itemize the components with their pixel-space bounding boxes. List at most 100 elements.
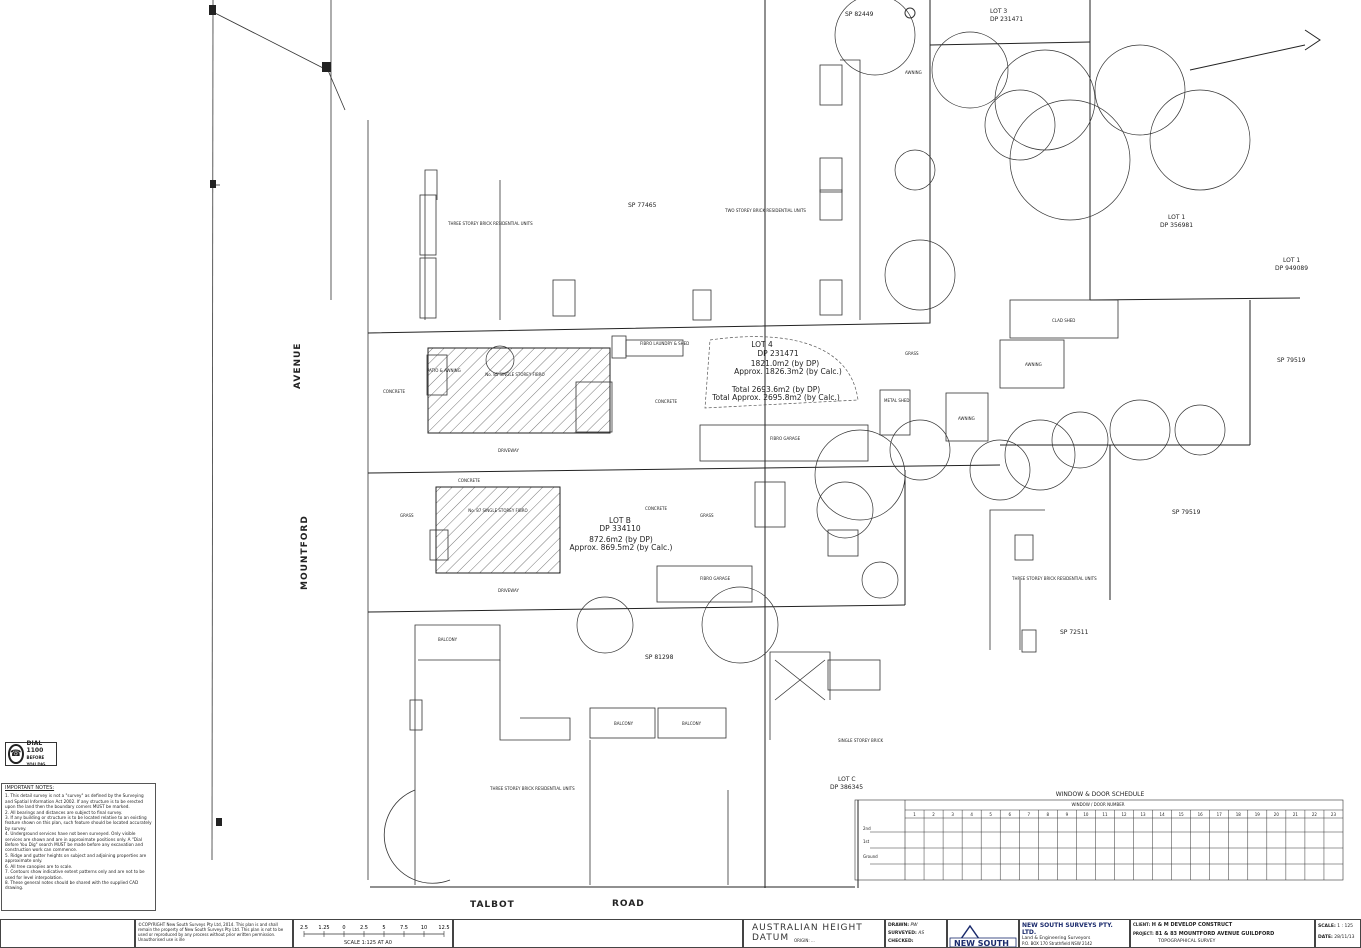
schedule-col-number: 21 [1293, 812, 1299, 817]
drawn-surveyed-block: DRAWN: PW SURVEYED: AS CHECKED: [885, 919, 947, 948]
subject-structures [426, 299, 1119, 603]
balcony-label-2: BALCONY [614, 721, 634, 726]
dial-tagline: BEFORE YOU DIG [26, 755, 46, 767]
client-value: H & M DEVELOP CONSTRUCT [1151, 922, 1233, 928]
schedule-col-number: 9 [1066, 812, 1069, 817]
fibro-garage-label: FIBRO GARAGE [770, 436, 801, 441]
lot-1b-dp: DP 949089 [1275, 265, 1308, 272]
project-value: 81 & 83 MOUNTFORD AVENUE GUILDFORD [1155, 930, 1275, 937]
schedule-col-number: 5 [989, 812, 992, 817]
avenue-label: AVENUE [293, 343, 303, 389]
checked-label: CHECKED: [888, 939, 914, 944]
road-label: ROAD [612, 899, 645, 909]
three-storey-label: THREE STOREY BRICK RESIDENTIAL UNITS [447, 221, 533, 226]
company-logo-block: NEW SOUTH [947, 919, 1019, 948]
client-label: CLIENT: [1133, 922, 1151, 927]
concrete-label-3: CONCRETE [458, 478, 480, 483]
two-storey-label: TWO STOREY BRICK RESIDENTIAL UNITS [724, 208, 806, 213]
date-row: DATE: 28/11/13 [1318, 932, 1358, 943]
scale-text: SCALE 1:125 AT A0 [344, 940, 392, 946]
schedule-col-number: 20 [1274, 812, 1280, 817]
drawn-row: DRAWN: PW [888, 922, 944, 930]
client-row: CLIENT: H & M DEVELOP CONSTRUCT [1133, 921, 1312, 930]
awning-label-1: AWNING [905, 70, 922, 75]
company-details-block: NEW SOUTH SURVEYS PTY. LTD. Land & Engin… [1019, 919, 1130, 948]
new-south-logo-icon [949, 924, 1017, 947]
schedule-col-number: 6 [1008, 812, 1011, 817]
drawn-label: DRAWN: [888, 923, 910, 928]
note-item: 2. All bearings and distances are subjec… [5, 809, 123, 815]
note-item: 3. If any building or structure is to be… [5, 815, 152, 831]
awning-label-2: AWNING [1025, 362, 1042, 367]
grass-label-1: GRASS [905, 351, 919, 356]
scale-tick-label: 0 [342, 925, 345, 931]
note-item: 6. All tree canopies are to scale. [5, 863, 73, 869]
patio-label: PATIO & AWNING [427, 368, 461, 373]
scale-label: SCALE: [1318, 924, 1336, 929]
schedule-col-number: 12 [1121, 812, 1127, 817]
driveway-label-2: DRIVEWAY [498, 588, 519, 593]
project-row: PROJECT: 81 & 83 MOUNTFORD AVENUE GUILDF… [1133, 930, 1312, 939]
southern-units [383, 624, 729, 885]
scale-tick-label: 2.5 [300, 925, 308, 931]
sp-77465: SP 77465 [628, 202, 657, 209]
lot-4-dp: DP 231471 [757, 349, 799, 358]
mountford-avenue-road [211, 0, 369, 880]
fibro-garage-label-b: FIBRO GARAGE [700, 576, 731, 581]
concrete-label-1: CONCRETE [383, 389, 405, 394]
schedule-row-ground: Ground [863, 854, 878, 859]
blank-title-cell [453, 919, 743, 948]
house-no-85 [427, 347, 611, 434]
schedule-col-number: 13 [1140, 812, 1146, 817]
sp-82449: SP 82449 [845, 11, 874, 18]
company-name: NEW SOUTH SURVEYS PTY. LTD. [1022, 922, 1113, 936]
house-87-label: No. 87 SINGLE STOREY FIBRO [468, 508, 527, 513]
clad-shed-label: CLAD SHED [1052, 318, 1075, 323]
lot-boundaries [367, 0, 1321, 888]
company-subtitle: Land & Engineering Surveyors [1022, 936, 1091, 941]
lot-4-area-calc: Approx. 1826.3m2 (by Calc.) [734, 367, 842, 376]
copyright-text: ©COPYRIGHT New South Surveys Pty Ltd, 20… [138, 922, 284, 942]
house-no-87 [435, 486, 561, 574]
concrete-label-2: CONCRETE [655, 399, 677, 404]
lot-4-area-outline [704, 336, 859, 409]
surveyed-row: SURVEYED: AS [888, 930, 944, 938]
awning-label-3: AWNING [958, 416, 975, 421]
three-storey-south-label: THREE STOREY BRICK RESIDENTIAL UNITS [489, 786, 575, 791]
schedule-col-number: 8 [1047, 812, 1050, 817]
lot-b-dp: DP 334110 [599, 524, 641, 533]
lot-b-area-calc: Approx. 869.5m2 (by Calc.) [570, 543, 673, 552]
drawing-title: TOPOGRAPHICAL SURVEY [1158, 939, 1216, 944]
surveyed-value: AS [918, 931, 925, 936]
grass-label-3: GRASS [700, 513, 714, 518]
note-item: 1. This detail survey is not a "survey" … [5, 793, 144, 810]
window-door-schedule-table [854, 799, 1344, 881]
company-address: P.O. BOX 170 Strathfield NSW 2142 [1022, 941, 1093, 946]
schedule-col-number: 19 [1255, 812, 1261, 817]
scale-tick-label: 5 [382, 925, 385, 931]
schedule-col-number: 11 [1102, 812, 1108, 817]
scale-tick-label: 10 [421, 925, 427, 931]
scale-tick-label: 1.25 [318, 925, 329, 931]
scale-tick-label: 2.5 [360, 925, 368, 931]
power-poles [209, 5, 916, 826]
datum-label: AUSTRALIAN HEIGHT DATUM [752, 923, 863, 943]
grass-label-2: GRASS [400, 513, 414, 518]
single-storey-brick-label: SINGLE STOREY BRICK [838, 738, 883, 743]
logo-text: NEW SOUTH [954, 939, 1009, 948]
schedule-col-number: 10 [1083, 812, 1089, 817]
note-item: 5. Ridge and gutter heights on subject a… [5, 852, 147, 864]
schedule-col-number: 1 [913, 812, 916, 817]
balcony-label-1: BALCONY [438, 637, 458, 642]
note-item: 4. Underground services have not been su… [5, 831, 144, 853]
scale-date-block: SCALE: 1 : 125 DATE: 28/11/13 [1315, 919, 1361, 948]
scale-tick-label: 12.5 [438, 925, 449, 931]
phone-icon: ☎ [8, 744, 24, 764]
sp-79519-a: SP 79519 [1277, 357, 1306, 364]
dial-before-you-dig-badge: ☎ DIAL 1100 BEFORE YOU DIG [5, 740, 57, 767]
east-units [989, 509, 1045, 653]
